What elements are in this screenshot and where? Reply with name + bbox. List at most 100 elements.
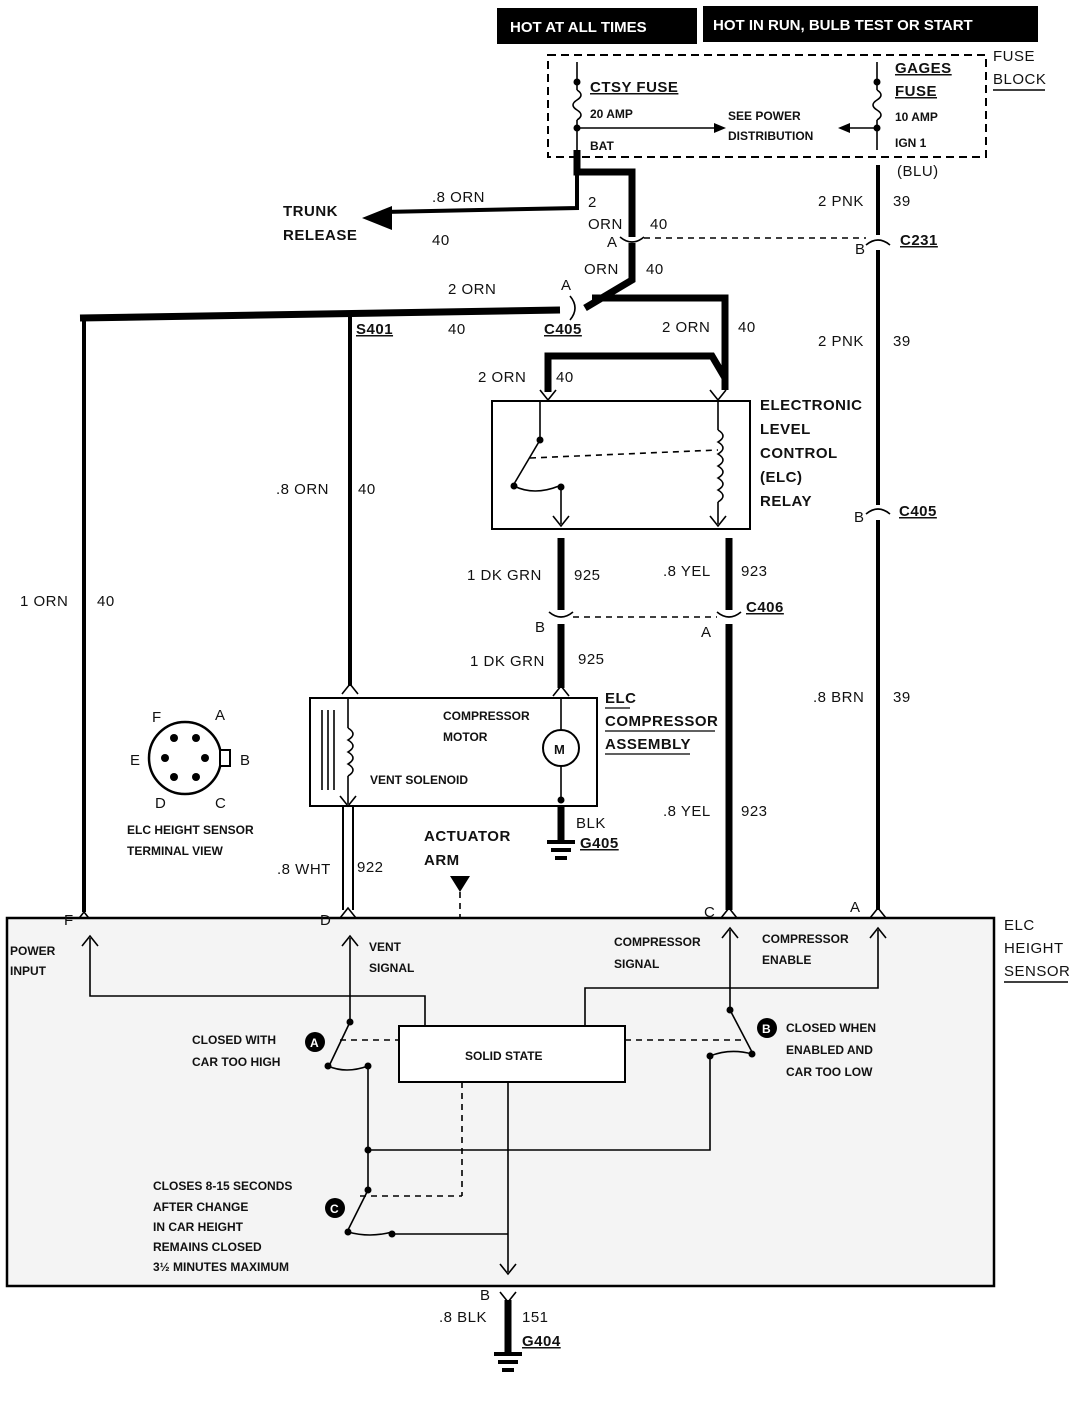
elc-height-sensor: ELC HEIGHT SENSOR F D C A POWER INPUT VE… <box>5 899 1070 1288</box>
sensor-connector-outline <box>147 720 223 796</box>
relay-title-1: ELECTRONIC <box>760 397 863 414</box>
orn-label-1: ORN <box>588 216 623 233</box>
height-sensor-title-2: HEIGHT <box>1004 940 1064 957</box>
bus-circuit-label: 40 <box>448 321 466 338</box>
comp-enable-internal-wire <box>584 930 879 1026</box>
ctsy-fuse-symbol <box>572 89 582 121</box>
wht-label: .8 WHT <box>277 861 331 878</box>
trunk-release-label-2: RELEASE <box>283 227 357 244</box>
g404-wire-label: .8 BLK <box>439 1309 487 1326</box>
terminal-d-label: D <box>320 912 331 929</box>
eight-orn-circuit: 40 <box>358 481 376 498</box>
orn-feed: TRUNK RELEASE .8 ORN 40 2 ORN 40 A ORN 4… <box>79 150 756 392</box>
power-dist-arrowhead-left <box>714 123 726 133</box>
compressor-motor-label-2: MOTOR <box>443 730 488 744</box>
switch-c-badge-letter: C <box>330 1202 339 1216</box>
comp-signal-label-1: COMPRESSOR <box>614 935 701 949</box>
blk-label: BLK <box>576 815 606 832</box>
g404-circuit: 151 <box>522 1309 549 1326</box>
relay-output-wires: 1 DK GRN 925 B 1 DK GRN 925 .8 YEL 923 C… <box>467 538 783 919</box>
trunk-release-wire <box>382 172 579 214</box>
closed-high-label-1: CLOSED WITH <box>192 1033 276 1047</box>
see-power-label-1: SEE POWER <box>728 109 801 123</box>
one-orn-label: 1 ORN <box>20 593 68 610</box>
vent-solenoid-label: VENT SOLENOID <box>370 773 468 787</box>
sensor-connector-key <box>219 749 231 767</box>
c405-label-top: C405 <box>544 321 582 338</box>
actuator-arrow <box>450 876 470 892</box>
sensor-pin-d-label: D <box>155 795 166 812</box>
closed-low-label-1: CLOSED WHEN <box>786 1021 876 1035</box>
closes-label-5: 3½ MINUTES MAXIMUM <box>153 1260 289 1274</box>
relay-terminal-top-right <box>709 389 727 402</box>
sensor-pin-c <box>192 773 200 781</box>
sensor-view-label-1: ELC HEIGHT SENSOR <box>127 823 254 837</box>
sensor-pin-a <box>192 734 200 742</box>
blu-label: (BLU) <box>897 163 939 180</box>
switch-a-contact <box>327 1065 369 1071</box>
trunk-release-label-1: TRUNK <box>283 203 338 220</box>
orn-bus-left <box>79 306 561 322</box>
actuator-label-2: ARM <box>424 852 460 869</box>
relay-top-feed-wire <box>544 352 729 392</box>
gages-fuse-label-1: GAGES <box>895 60 952 77</box>
yel-terminal-c <box>720 906 738 919</box>
trunk-release-circuit: 40 <box>432 232 450 249</box>
closes-label-1: CLOSES 8-15 SECONDS <box>153 1179 292 1193</box>
relay-feed-circuit: 40 <box>738 319 756 336</box>
comp-signal-arrow <box>721 926 739 939</box>
orn-circuit-2: 40 <box>646 261 664 278</box>
compressor-title-2: COMPRESSOR <box>605 713 718 730</box>
closed-high-label-2: CAR TOO HIGH <box>192 1055 280 1069</box>
see-power-label-2: DISTRIBUTION <box>728 129 813 143</box>
fuse-block-title-2: BLOCK <box>993 71 1046 88</box>
brn-circuit: 39 <box>893 689 911 706</box>
closes-label-4: REMAINS CLOSED <box>153 1240 262 1254</box>
yel-circuit-1: 923 <box>741 563 768 580</box>
solid-state-box <box>398 1025 626 1083</box>
height-sensor-title-3: SENSOR <box>1004 963 1070 980</box>
connector-b-c405-right: B <box>854 509 865 526</box>
connector-a-top: A <box>607 234 618 251</box>
dkgrn-label-2: 1 DK GRN <box>470 653 545 670</box>
trunk-release-wire-label: .8 ORN <box>432 189 485 206</box>
sensor-pin-c-label: C <box>215 795 226 812</box>
orn-two-label: 2 <box>588 194 597 211</box>
dkgrn-circuit-2: 925 <box>578 651 605 668</box>
relay-output-arrow <box>552 515 570 528</box>
relay-coil-arrow <box>709 515 727 528</box>
connector-a-top-symbol <box>619 236 645 243</box>
switch-c-badge <box>325 1198 345 1218</box>
height-sensor-box <box>5 916 996 1288</box>
dkgrn-circuit-1: 925 <box>574 567 601 584</box>
relay-title-2: LEVEL <box>760 421 811 438</box>
brn-wire-terminal-a <box>869 906 887 919</box>
relay-title-4: (ELC) <box>760 469 803 486</box>
comp-enable-label-2: ENABLE <box>762 953 811 967</box>
relay-box <box>491 400 751 530</box>
relay-terminal-top-left <box>539 389 557 402</box>
orn-circuit-1: 40 <box>650 216 668 233</box>
fuse-block: FUSE BLOCK CTSY FUSE 20 AMP BAT GAGES FU… <box>547 48 1046 158</box>
c231-connector-symbol <box>865 239 891 246</box>
power-input-label-2: INPUT <box>10 964 47 978</box>
pnk-circuit-2: 39 <box>893 333 911 350</box>
s401-label: S401 <box>356 321 393 338</box>
header-banners: HOT AT ALL TIMES HOT IN RUN, BULB TEST O… <box>497 6 1038 44</box>
sensor-pin-e <box>161 754 169 762</box>
compressor-box <box>309 697 598 807</box>
comp-signal-label-2: SIGNAL <box>614 957 659 971</box>
wht-circuit: 922 <box>357 859 384 876</box>
yel-label-2: .8 YEL <box>663 803 711 820</box>
hot-at-all-times-label: HOT AT ALL TIMES <box>510 19 647 36</box>
sensor-pin-f <box>170 734 178 742</box>
sensor-pin-a-label: A <box>215 707 226 724</box>
compressor-motor-letter: M <box>554 742 565 757</box>
closed-low-label-2: ENABLED AND <box>786 1043 873 1057</box>
orn-label-2: ORN <box>584 261 619 278</box>
vent-solenoid-coil <box>346 727 354 777</box>
ctsy-fuse-label: CTSY FUSE <box>590 79 678 96</box>
closes-label-2: AFTER CHANGE <box>153 1200 248 1214</box>
switch-a-badge-letter: A <box>310 1036 319 1050</box>
